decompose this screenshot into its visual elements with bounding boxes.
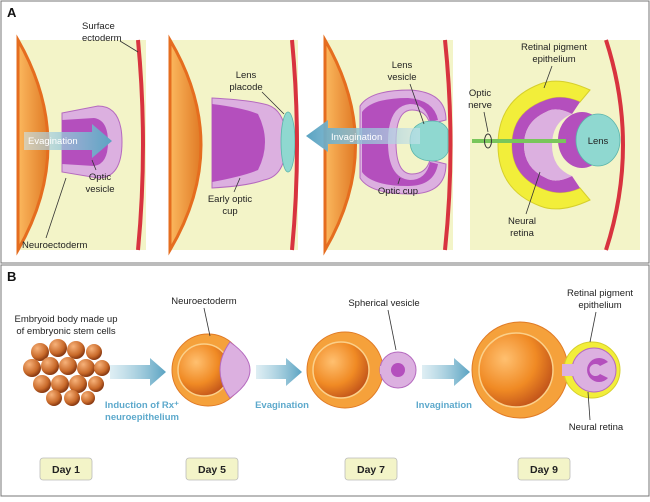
stage1-surface-label-2: ectoderm <box>82 33 122 44</box>
stage3-optic-cup: Invagination Lens vesicle Optic cup <box>306 40 453 250</box>
induction-label-2: neuroepithelium <box>105 412 179 423</box>
day7-spherical-vesicle-label: Spherical vesicle <box>348 298 419 309</box>
stage4-neural-retina-label-2: retina <box>510 228 534 239</box>
stage4-optic-nerve-label-1: Optic <box>469 88 491 99</box>
stage3-invagination-label: Invagination <box>331 132 382 143</box>
day1-label: Day 1 <box>52 464 80 476</box>
embryoid-label-1: Embryoid body made up <box>15 314 118 325</box>
stage3-lens-vesicle-label-1: Lens <box>392 60 413 71</box>
stage4-lens-label: Lens <box>588 136 609 147</box>
day5-neuroectoderm-label: Neuroectoderm <box>171 296 237 307</box>
day7-label: Day 7 <box>357 464 385 476</box>
stage1-surface-label-1: Surface <box>82 21 115 32</box>
induction-label-1: Induction of Rx⁺ <box>105 400 179 411</box>
stage2-early-cup-label-2: cup <box>222 206 237 217</box>
stage1-neuroectoderm-label: Neuroectoderm <box>22 240 88 251</box>
invagination-label: Invagination <box>416 400 472 411</box>
day9-rpe-label-1: Retinal pigment <box>567 288 633 299</box>
day9-label: Day 9 <box>530 464 558 476</box>
stage1-optic-vesicle-label-1: Optic <box>89 172 111 183</box>
stage4-rpe-label-2: epithelium <box>532 54 575 65</box>
stage2-early-optic-cup: Lens placode Early optic cup <box>170 40 298 250</box>
stage3-lens-vesicle-label-2: vesicle <box>387 72 416 83</box>
day5-label: Day 5 <box>198 464 226 476</box>
stage2-lens-placode-label-2: placode <box>229 82 262 93</box>
stage1-evagination-label: Evagination <box>28 136 78 147</box>
day9-rpe-label-2: epithelium <box>578 300 621 311</box>
stage2-early-cup-label-1: Early optic <box>208 194 253 205</box>
stage4-mature-eye: Lens Retinal pigment epithelium Optic ne… <box>468 40 640 250</box>
stage1-optic-vesicle-label-2: vesicle <box>85 184 114 195</box>
stage4-optic-nerve-label-2: nerve <box>468 100 492 111</box>
stage1-optic-vesicle: Evagination Surface ectoderm Optic vesic… <box>18 21 146 251</box>
stage4-neural-retina-label-1: Neural <box>508 216 536 227</box>
evagination-label: Evagination <box>255 400 309 411</box>
embryoid-label-2: of embryonic stem cells <box>16 326 116 337</box>
stage4-rpe-label-1: Retinal pigment <box>521 42 587 53</box>
panel-b-label: B <box>7 269 16 284</box>
day9-neural-retina-label: Neural retina <box>569 422 624 433</box>
stage3-optic-cup-label: Optic cup <box>378 186 418 197</box>
panel-a-label: A <box>7 5 17 20</box>
stage2-lens-placode-label-1: Lens <box>236 70 257 81</box>
